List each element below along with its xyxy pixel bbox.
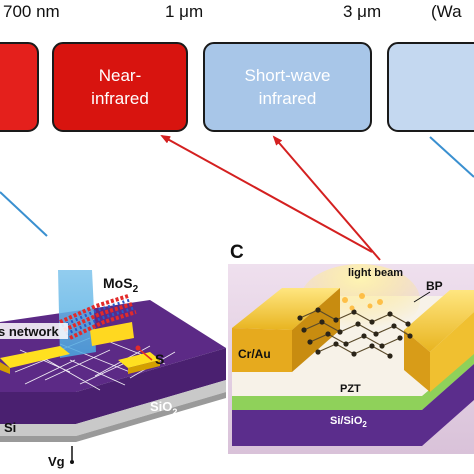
arrow-blue-right bbox=[429, 136, 474, 178]
panel-c-electrode-right-top bbox=[404, 290, 474, 352]
panel-c-bp-lattice bbox=[297, 293, 413, 359]
panel-c-device: C light beam BP Cr/Au PZT Si/SiO2 bbox=[228, 242, 474, 454]
band-next bbox=[387, 42, 474, 132]
panel-b-s-label: S bbox=[155, 351, 164, 367]
panel-b-mos2-label: MoS2 bbox=[103, 275, 139, 295]
panel-b-device: MoS2 s network S SiO2 Si Vg bbox=[0, 270, 226, 469]
arrow-blue-left bbox=[0, 191, 48, 237]
panel-c-electrode-right-front bbox=[404, 330, 430, 392]
wavelength-label-cut: (Wa bbox=[431, 2, 462, 21]
panel-c-light-beam-label: light beam bbox=[348, 267, 403, 279]
panel-b-vg-label: Vg bbox=[48, 454, 65, 469]
panel-b-si-edge bbox=[0, 392, 226, 442]
panel-b-s-dot bbox=[135, 345, 141, 351]
panel-b-sio2-side bbox=[0, 348, 226, 424]
panel-c-pzt-label: PZT bbox=[340, 383, 361, 395]
panel-c-si-sio2-label: Si/SiO2 bbox=[330, 415, 367, 429]
panel-b-network-label: s network bbox=[0, 324, 59, 339]
band-near-infrared-label: Near- infrared bbox=[91, 66, 149, 108]
wavelength-label-3um: 3 μm bbox=[343, 2, 382, 21]
band-near-infrared: Near- infrared bbox=[52, 42, 188, 132]
panel-c-electrode-left-top bbox=[232, 288, 340, 330]
arrow-red-to-short-wave bbox=[272, 135, 381, 261]
band-short-wave-infrared: Short-wave infrared bbox=[203, 42, 372, 132]
panel-c-letter: C bbox=[230, 242, 244, 263]
panel-b-si-label: Si bbox=[4, 420, 16, 435]
panel-b-electrode-left-side bbox=[0, 362, 10, 374]
panel-b-electrode-right bbox=[118, 352, 160, 368]
panel-b-electrode-right-side bbox=[128, 360, 160, 374]
panel-c-electrode-left-front bbox=[232, 328, 292, 372]
panel-b-vg-terminal bbox=[70, 460, 74, 464]
panel-c-bp-label: BP bbox=[426, 279, 443, 293]
panel-b-mos2-flakes bbox=[59, 294, 137, 340]
panel-c-green-layer bbox=[232, 352, 474, 410]
panel-c-electrode-right-side bbox=[430, 312, 474, 392]
band-short-wave-infrared-label: Short-wave infrared bbox=[244, 66, 331, 108]
panel-b-network-label-bg bbox=[0, 323, 68, 339]
panel-c-si-sio2-layer bbox=[232, 364, 474, 446]
panel-b-s-leader bbox=[139, 349, 153, 361]
panel-c-cr-au-label: Cr/Au bbox=[238, 347, 271, 361]
panel-b-sio2-label: SiO2 bbox=[150, 399, 177, 417]
wavelength-label-1um: 1 μm bbox=[165, 2, 204, 21]
wavelength-label-700nm: 700 nm bbox=[3, 2, 60, 21]
panel-b-electrode-left bbox=[0, 346, 70, 368]
arrow-red-to-near-infrared bbox=[160, 135, 373, 253]
panel-b-si-layer bbox=[0, 380, 226, 436]
panel-c-electrode-left-side bbox=[292, 288, 340, 372]
panel-c-bp-leader bbox=[413, 291, 431, 303]
band-red bbox=[0, 42, 39, 132]
panel-b-electrode-back bbox=[90, 322, 134, 346]
